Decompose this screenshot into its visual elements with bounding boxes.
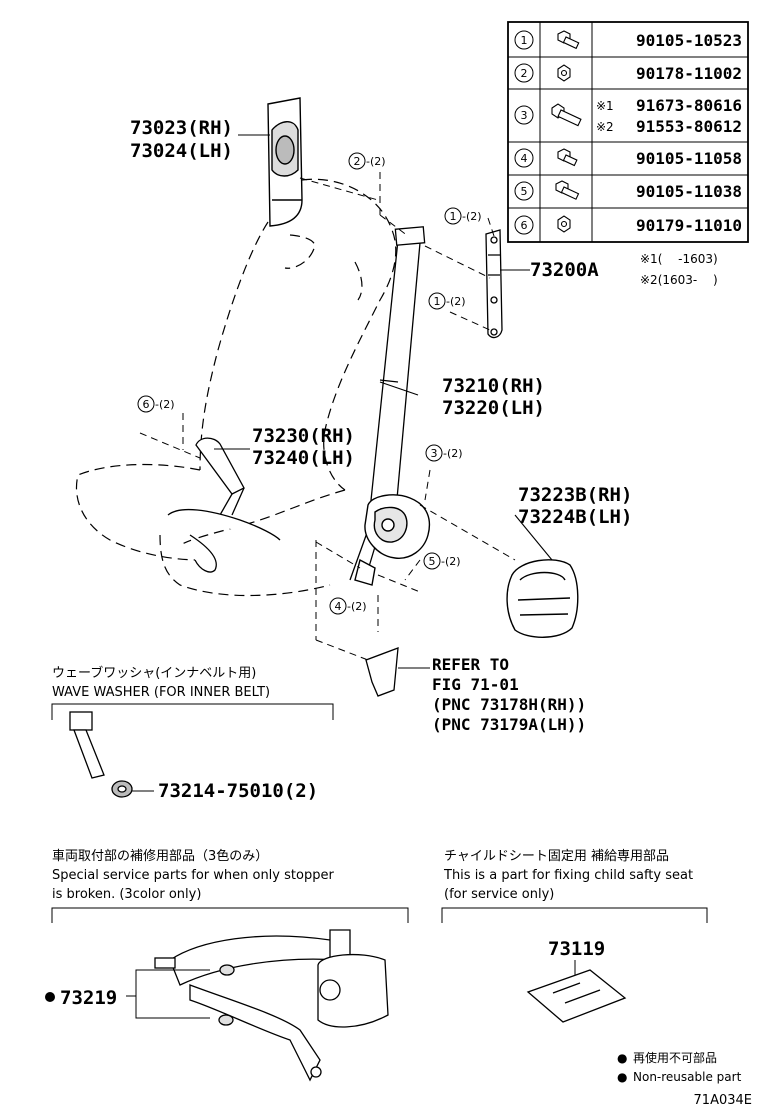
bolt-ref-number: 1	[450, 210, 457, 223]
bolt-ref-number: 3	[431, 447, 438, 460]
shoulder-anchor-cover	[267, 97, 303, 227]
callout-73214: 73214-75010(2)	[158, 780, 318, 802]
bolt-ref-qty: -(2)	[347, 600, 367, 613]
anchor-bracket	[485, 229, 503, 339]
legend-bullet: ●	[617, 1070, 627, 1084]
table-variant-mark: ※2	[596, 120, 614, 134]
table-part-number: 90105-10523	[636, 31, 742, 50]
flange-nut-icon	[557, 215, 571, 233]
bolt-ref-qty: -(2)	[155, 398, 175, 411]
refer-line-1: REFER TO	[432, 655, 509, 674]
table-part-number: 90179-11010	[636, 216, 742, 235]
special-title-en-1: Special service parts for when only stop…	[52, 868, 334, 883]
row-number: 4	[521, 152, 528, 165]
special-title-jp: 車両取付部の補修用部品（3色のみ）	[52, 848, 268, 864]
variant-note-2: ※2(1603- )	[640, 273, 718, 287]
legend-bullet: ●	[617, 1051, 627, 1065]
special-service-section: 車両取付部の補修用部品（3色のみ） Special service parts …	[45, 848, 409, 1082]
table-part-number: 91553-80612	[636, 117, 742, 136]
callout-73219: 73219	[60, 987, 117, 1009]
bolt-ref-qty: -(2)	[441, 555, 461, 568]
legend: ● 再使用不可部品 ● Non-reusable part 71A034E	[617, 1050, 752, 1108]
bolt-ref-number: 2	[354, 155, 361, 168]
bolt-ref-qty: -(2)	[443, 447, 463, 460]
leader-lines	[139, 172, 516, 661]
flange-bolt-icon	[555, 180, 580, 200]
row-number: 2	[521, 67, 528, 80]
refer-line-4: (PNC 73179A(LH))	[432, 715, 586, 734]
fastener-table	[507, 21, 749, 243]
child-title-jp: チャイルドシート固定用 補給専用部品	[444, 849, 669, 864]
bolt-ref-qty: -(2)	[446, 295, 466, 308]
buckle	[167, 437, 281, 573]
part-callouts: 73023(RH) 73024(LH) 73200A 73210(RH) 732…	[130, 117, 632, 734]
bolt-ref-number: 6	[143, 398, 150, 411]
seat-outline	[75, 178, 397, 597]
seat-belt-webbing	[349, 226, 426, 581]
special-title-en-2: is broken. (3color only)	[52, 887, 201, 902]
table-part-number: 90105-11038	[636, 182, 742, 201]
callout-73220: 73220(LH)	[442, 397, 545, 419]
bolt-ref-qty: -(2)	[366, 155, 386, 168]
table-row-numbers: 1 2 3 4 5 6	[514, 30, 534, 235]
callout-73119: 73119	[548, 938, 605, 960]
refer-line-3: (PNC 73178H(RH))	[432, 695, 586, 714]
child-seat-section: チャイルドシート固定用 補給専用部品 This is a part for fi…	[441, 849, 708, 1023]
bolt-ref-qty: -(2)	[462, 210, 482, 223]
legend-jp: 再使用不可部品	[633, 1050, 717, 1065]
callout-73210: 73210(RH)	[442, 375, 545, 397]
row-number: 3	[521, 109, 528, 122]
table-part-number: 90105-11058	[636, 149, 742, 168]
bolt-icons	[551, 30, 582, 233]
child-title-en-2: (for service only)	[444, 887, 554, 902]
lower-trim	[365, 647, 399, 697]
flange-bolt-icon	[557, 30, 580, 50]
legend-en: Non-reusable part	[633, 1070, 742, 1084]
flange-nut-icon	[557, 64, 571, 82]
callout-73024: 73024(LH)	[130, 140, 233, 162]
child-title-en-1: This is a part for fixing child safty se…	[443, 868, 693, 883]
callout-73223b: 73223B(RH)	[518, 484, 632, 506]
callout-73200a: 73200A	[530, 259, 599, 281]
refer-line-2: FIG 71-01	[432, 675, 519, 694]
bolt-ref-number: 1	[434, 295, 441, 308]
variant-note-1: ※1( -1603)	[640, 252, 718, 266]
retractor-cover	[506, 559, 579, 638]
flange-bolt-icon	[557, 148, 578, 167]
wave-washer-section: ウェーブワッシャ(インナベルト用) WAVE WASHER (FOR INNER…	[51, 665, 334, 802]
row-number: 1	[521, 34, 528, 47]
bolt-references: 2 -(2) 1 -(2) 1 -(2) 6 -(2) 3 -(2) 5 -(2…	[137, 152, 482, 615]
wave-washer-title-en: WAVE WASHER (FOR INNER BELT)	[52, 685, 270, 700]
retractor	[354, 494, 431, 586]
callout-73023: 73023(RH)	[130, 117, 233, 139]
table-part-numbers: 90105-10523 90178-11002 ※1 91673-80616 ※…	[596, 31, 742, 235]
bolt-long-icon	[551, 103, 582, 127]
callout-73224b: 73224B(LH)	[518, 506, 632, 528]
row-number: 5	[521, 185, 528, 198]
row-number: 6	[521, 219, 528, 232]
bolt-ref-number: 5	[429, 555, 436, 568]
non-reusable-mark	[45, 992, 55, 1002]
callout-73230: 73230(RH)	[252, 425, 355, 447]
table-part-number: 91673-80616	[636, 96, 742, 115]
table-variant-mark: ※1	[596, 99, 614, 113]
table-part-number: 90178-11002	[636, 64, 742, 83]
callout-73240: 73240(LH)	[252, 447, 355, 469]
callout-leaders	[128, 134, 553, 792]
bolt-ref-number: 4	[335, 600, 342, 613]
diagram-code: 71A034E	[694, 1093, 752, 1108]
wave-washer-title-jp: ウェーブワッシャ(インナベルト用)	[52, 665, 256, 681]
